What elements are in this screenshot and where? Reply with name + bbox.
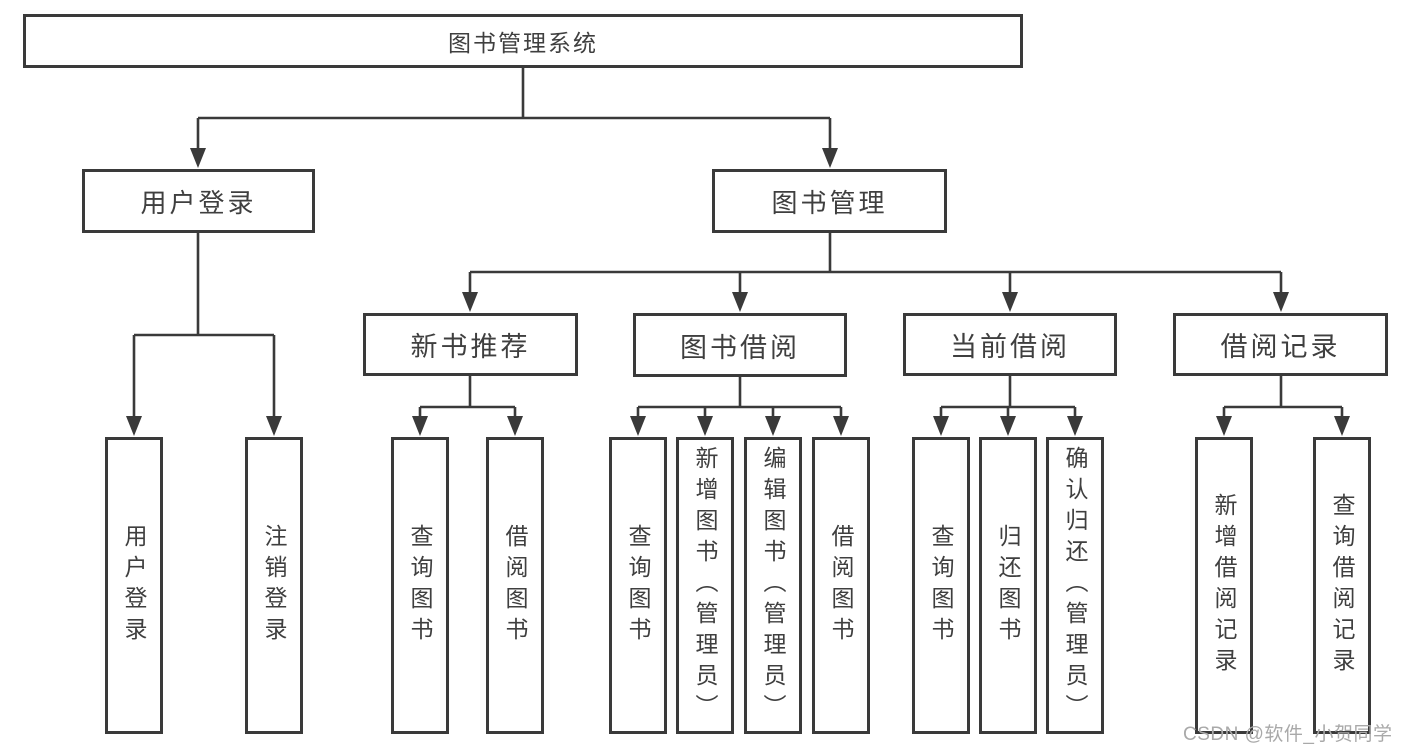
leaf-query-borrow-record: 查询借阅记录: [1313, 437, 1371, 734]
leaf-add-books-admin: 新增图书（管理员）: [676, 437, 734, 734]
csdn-watermark: CSDN @软件_小贺同学: [1183, 724, 1393, 745]
leaf-borrow-books-recommend: 借阅图书: [486, 437, 544, 734]
node-book-management: 图书管理: [712, 169, 947, 233]
node-borrowing-records: 借阅记录: [1173, 313, 1388, 376]
node-book-borrowing: 图书借阅: [633, 313, 847, 377]
leaf-user-login: 用户登录: [105, 437, 163, 734]
node-new-book-recommendation: 新书推荐: [363, 313, 578, 376]
leaf-return-books: 归还图书: [979, 437, 1037, 734]
leaf-add-borrow-record: 新增借阅记录: [1195, 437, 1253, 734]
node-current-borrowing: 当前借阅: [903, 313, 1117, 376]
leaf-confirm-return-admin: 确认归还（管理员）: [1046, 437, 1104, 734]
leaf-logout: 注销登录: [245, 437, 303, 734]
leaf-edit-books-admin: 编辑图书（管理员）: [744, 437, 802, 734]
node-user-login: 用户登录: [82, 169, 315, 233]
leaf-query-books: 查询图书: [609, 437, 667, 734]
leaf-query-books-current: 查询图书: [912, 437, 970, 734]
leaf-query-books-recommend: 查询图书: [391, 437, 449, 734]
node-library-management-system: 图书管理系统: [23, 14, 1023, 68]
leaf-borrow-books: 借阅图书: [812, 437, 870, 734]
